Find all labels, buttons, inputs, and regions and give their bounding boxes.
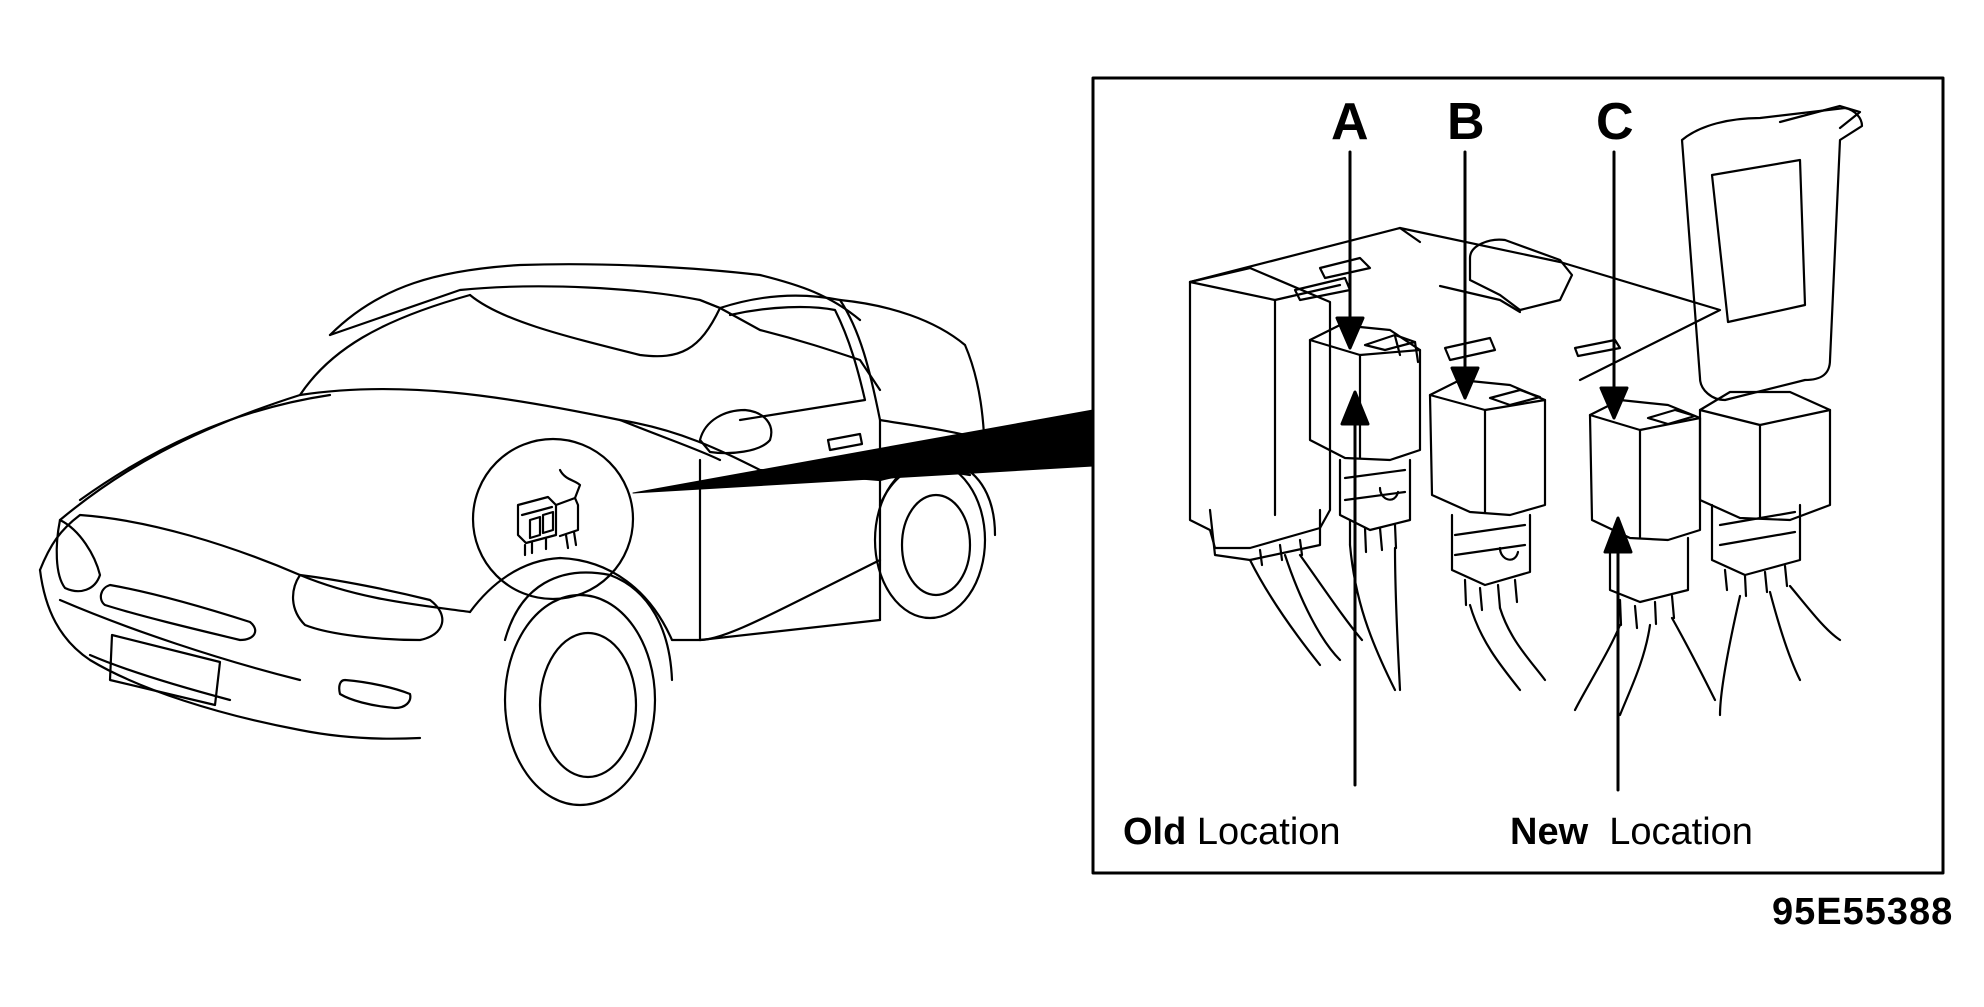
label-c: C [1596, 93, 1634, 151]
relay-box-illustration [1190, 106, 1862, 715]
old-location-bold: Old [1123, 811, 1187, 853]
car-illustration [40, 264, 995, 805]
new-location-arrowhead [1605, 518, 1631, 552]
arrowhead-a [1337, 318, 1363, 348]
arrowhead-b [1452, 368, 1478, 398]
new-location-bold: New [1510, 811, 1589, 853]
old-location-arrowhead [1342, 392, 1368, 424]
new-location-label: New Location [1510, 812, 1753, 852]
arrowhead-c [1601, 388, 1627, 418]
label-b: B [1447, 93, 1485, 151]
inset-frame [1093, 78, 1943, 873]
new-location-rest: Location [1609, 811, 1753, 853]
old-location-label: Old Location [1123, 812, 1341, 852]
label-a: A [1331, 93, 1369, 151]
figure-code: 95E55388 [1772, 891, 1954, 933]
leaders [1337, 152, 1631, 790]
old-location-rest: Location [1196, 811, 1341, 853]
